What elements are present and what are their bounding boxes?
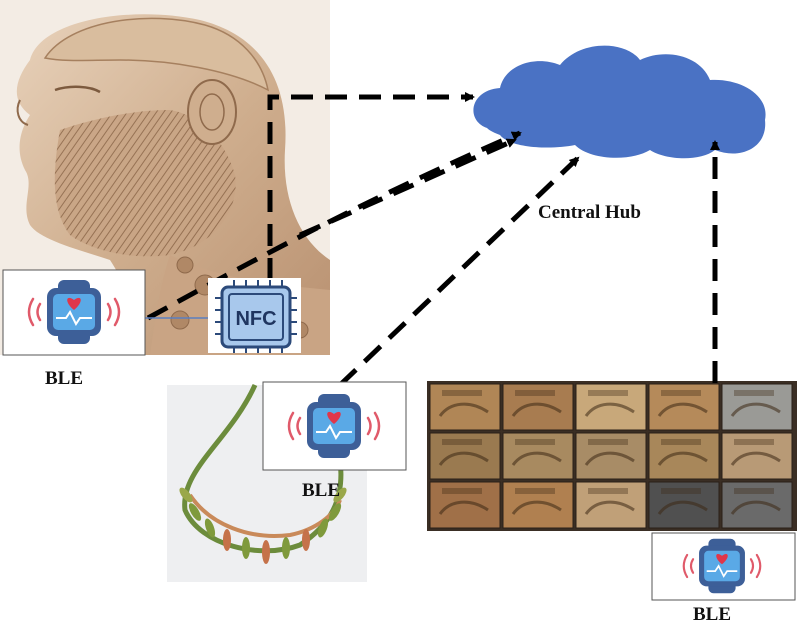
signal-waves-icon (287, 411, 381, 441)
seal-tile (648, 432, 720, 480)
seal-tile (721, 432, 793, 480)
arrow-ble-left-to-hub (146, 130, 522, 321)
arrow-ble-middle-to-hub (338, 156, 580, 387)
seal-tile (429, 481, 501, 529)
smartwatch-heart-icon (699, 538, 745, 594)
ble-label-middle: BLE (302, 480, 341, 501)
seal-tile (429, 383, 501, 431)
seal-tile (648, 481, 720, 529)
seal-tile (575, 481, 647, 529)
signal-waves-icon (682, 553, 762, 579)
central-hub-label: Central Hub (538, 202, 641, 223)
seal-tile (502, 481, 574, 529)
seal-tile (502, 432, 574, 480)
ble-label-left: BLE (45, 368, 84, 389)
seal-tile (502, 383, 574, 431)
seal-tile (648, 383, 720, 431)
arrow-nfc-to-hub (267, 92, 475, 280)
signal-waves-icon (27, 297, 121, 327)
smartwatch-heart-icon (307, 394, 361, 458)
nfc-chip-label: NFC (235, 308, 276, 330)
ble-device-right[interactable] (651, 532, 796, 601)
seal-tile (721, 481, 793, 529)
seal-tile (721, 383, 793, 431)
connection-arrows (146, 92, 720, 387)
central-hub-cloud[interactable] (473, 45, 766, 159)
smartwatch-heart-icon (47, 280, 101, 344)
ble-device-left[interactable] (2, 269, 146, 356)
seal-tile (429, 432, 501, 480)
arrow-nfc-up-to-hub (298, 137, 517, 238)
ble-device-middle[interactable] (262, 381, 407, 471)
seal-tile (575, 432, 647, 480)
nfc-chip[interactable]: NFC (208, 278, 301, 353)
nfc-chip-icon (215, 280, 297, 353)
seals-image (427, 381, 797, 531)
seal-tile (575, 383, 647, 431)
ble-label-right: BLE (693, 604, 732, 625)
